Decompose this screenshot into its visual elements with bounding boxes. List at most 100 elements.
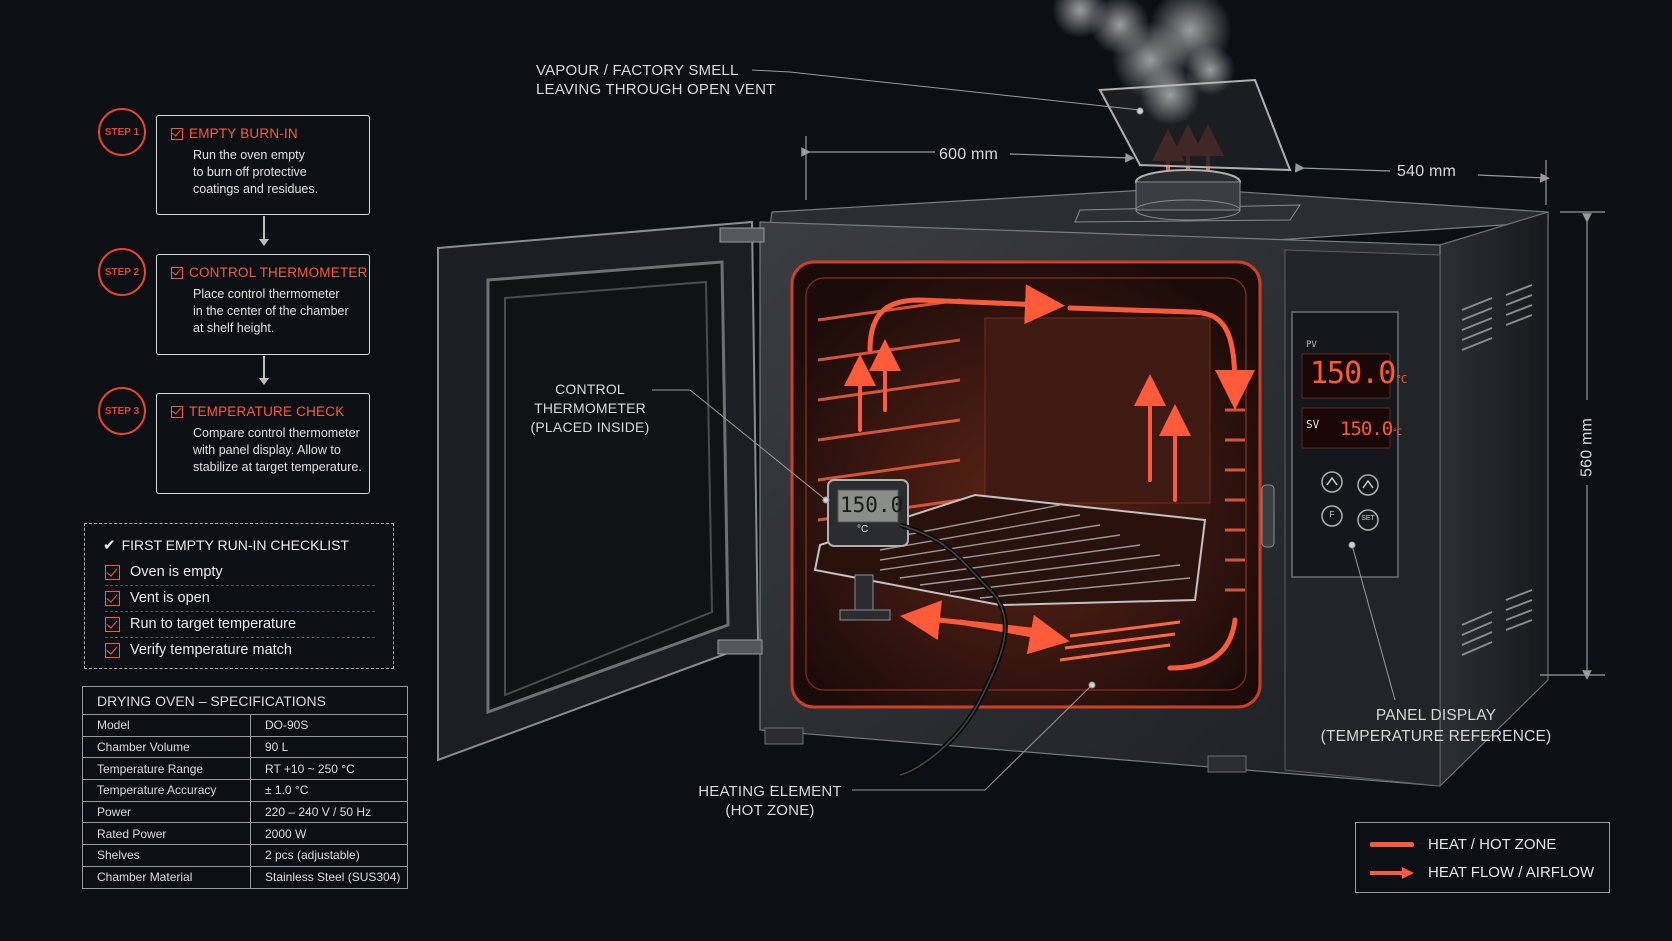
panel-set-button[interactable]: SET [1361, 515, 1375, 522]
panel-callout-line: (TEMPERATURE REFERENCE) [1320, 728, 1552, 745]
spec-key: Shelves [82, 844, 251, 867]
airflow-arrows [867, 284, 1255, 671]
step-2-card: CONTROL THERMOMETER Place control thermo… [156, 254, 370, 355]
checkmark-icon: ✔ [103, 537, 116, 554]
vapour-callout-line: VAPOUR / FACTORY SMELL [536, 62, 739, 79]
oven-right-side [1439, 211, 1549, 788]
panel-display-callout: PANEL DISPLAY (TEMPERATURE REFERENCE) [1318, 705, 1554, 747]
spec-value: DO-90S [250, 714, 408, 737]
legend-item-heat-flow: HEAT FLOW / AIRFLOW [1370, 864, 1594, 881]
checklist-item: Verify temperature match [105, 637, 375, 663]
step-3-card: TEMPERATURE CHECK Compare control thermo… [156, 393, 370, 494]
step-2-title: CONTROL THERMOMETER [189, 265, 368, 280]
thermometer-callout-line: CONTROL [555, 381, 625, 397]
spec-value: 90 L [250, 735, 408, 759]
step-1-description: Run the oven empty to burn off protectiv… [193, 148, 319, 196]
checkbox-icon [105, 564, 120, 580]
spec-value: 220 – 240 V / 50 Hz [250, 800, 408, 824]
spec-key: Rated Power [82, 822, 251, 846]
spec-key: Chamber Volume [82, 735, 251, 759]
checkbox-icon [105, 642, 120, 658]
spec-key: Model [82, 714, 251, 737]
spec-value: ± 1.0 °C [250, 779, 408, 802]
pv-unit: °C [1395, 373, 1407, 386]
door-window [486, 260, 730, 715]
heating-element [1059, 620, 1181, 662]
shelf [813, 493, 1207, 607]
dimension-depth: 540 mm [1397, 163, 1456, 180]
specifications-title: DRYING OVEN – SPECIFICATIONS [82, 686, 408, 715]
checkbox-icon [171, 266, 183, 279]
spec-key: Temperature Range [82, 757, 251, 781]
vapour-callout: VAPOUR / FACTORY SMELL LEAVING THROUGH O… [536, 61, 776, 99]
step-3-title: TEMPERATURE CHECK [189, 404, 345, 419]
spec-value: RT +10 ~ 250 °C [250, 757, 408, 781]
table-row: Temperature Accuracy± 1.0 °C [82, 779, 408, 802]
panel-sv-value: 150.0°C [1340, 418, 1402, 440]
panel-pv-value: 150.0°C [1310, 356, 1408, 391]
thermometer-callout-line: THERMOMETER [534, 400, 646, 416]
thermometer-callout: CONTROL THERMOMETER (PLACED INSIDE) [525, 380, 655, 437]
checklist-item: Oven is empty [105, 559, 375, 586]
step-3-badge: STEP 3 [98, 387, 146, 435]
checklist-item: Vent is open [105, 585, 375, 612]
heat-flow-arrow-icon [1370, 866, 1414, 879]
checklist-item-label: Run to target temperature [130, 616, 297, 632]
spec-value: Stainless Steel (SUS304) [250, 865, 408, 889]
legend: HEAT / HOT ZONE HEAT FLOW / AIRFLOW [1355, 822, 1610, 893]
checklist-item-label: Oven is empty [130, 564, 223, 580]
sv-unit: °C [1392, 428, 1402, 438]
step-connector-arrow [259, 356, 269, 385]
vapour-smoke [1052, 0, 1235, 125]
heat-zone-swatch [1370, 842, 1414, 847]
run-in-checklist: ✔ FIRST EMPTY RUN-IN CHECKLIST Oven is em… [84, 523, 394, 669]
step-2-badge: STEP 2 [98, 248, 146, 296]
dimension-width: 600 mm [939, 146, 998, 163]
checkbox-icon [171, 127, 183, 140]
right-shelf-rails [1225, 408, 1245, 592]
step-1-title: EMPTY BURN-IN [189, 126, 298, 141]
step-1-badge: STEP 1 [98, 108, 146, 156]
control-thermometer [827, 479, 1008, 778]
step-connector-arrow [259, 216, 269, 246]
step-1-card: EMPTY BURN-IN Run the oven empty to burn… [156, 115, 370, 215]
spec-key: Chamber Material [82, 865, 251, 889]
checklist-title-text: FIRST EMPTY RUN-IN CHECKLIST [121, 537, 349, 553]
thermometer-unit: °C [857, 524, 869, 535]
checklist-item-label: Verify temperature match [130, 642, 292, 658]
checkbox-icon [105, 590, 120, 606]
spec-key: Temperature Accuracy [82, 779, 251, 802]
checklist-item: Run to target temperature [105, 611, 375, 638]
spec-key: Power [82, 800, 251, 824]
vapour-callout-line: LEAVING THROUGH OPEN VENT [536, 81, 776, 98]
heating-element-callout: HEATING ELEMENT (HOT ZONE) [690, 782, 850, 820]
step-2-description: Place control thermometer in the center … [193, 287, 349, 335]
thermometer-value: 150.0 [840, 493, 904, 517]
heating-callout-line: (HOT ZONE) [725, 802, 815, 819]
panel-func-button[interactable]: F [1329, 510, 1335, 519]
panel-pv-label: PV [1306, 340, 1317, 350]
checklist-title: ✔ FIRST EMPTY RUN-IN CHECKLIST [103, 536, 349, 554]
sv-value-text: 150.0 [1340, 418, 1393, 440]
spec-value: 2 pcs (adjustable) [250, 844, 408, 867]
leader-lines [652, 69, 1396, 791]
dimension-height: 560 mm [1578, 418, 1596, 477]
panel-sv-label: SV [1306, 418, 1320, 431]
spec-value: 2000 W [250, 822, 408, 846]
checkbox-icon [171, 405, 183, 418]
legend-item-heat-zone: HEAT / HOT ZONE [1370, 836, 1556, 853]
step-3-description: Compare control thermometer with panel d… [193, 426, 362, 474]
checkbox-icon [105, 616, 120, 632]
side-vents [1461, 284, 1533, 656]
thermometer-callout-line: (PLACED INSIDE) [530, 419, 650, 435]
checklist-item-label: Vent is open [130, 590, 210, 606]
